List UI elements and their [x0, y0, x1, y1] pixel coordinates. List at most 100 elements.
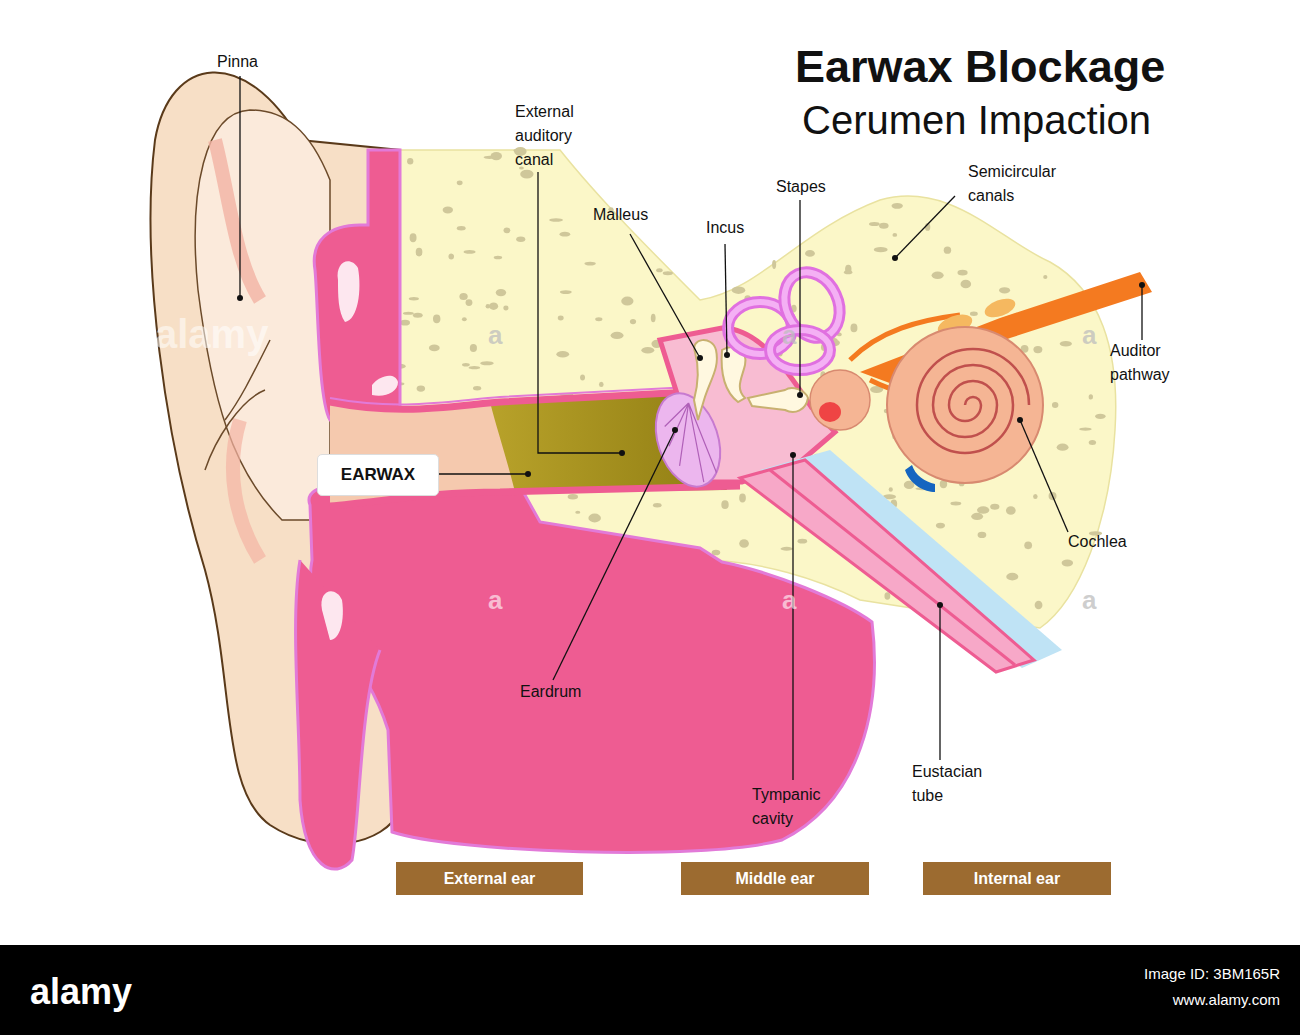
bone-spot — [971, 513, 983, 520]
bone-spot — [466, 299, 473, 306]
bone-spot — [1033, 494, 1038, 499]
node-text: External ear — [444, 870, 536, 888]
bone-spot — [457, 180, 463, 185]
node-text: Middle ear — [735, 870, 814, 888]
watermark: a — [1082, 585, 1096, 616]
bone-spot — [889, 487, 893, 491]
bone-spot — [400, 320, 410, 326]
bone-spot — [999, 287, 1010, 293]
bone-spot — [1089, 440, 1096, 445]
bone-spot — [1062, 560, 1073, 567]
bone-spot — [462, 363, 470, 367]
part-label: Stapes — [776, 175, 826, 199]
part-label: Eustacian tube — [912, 760, 992, 808]
bone-spot — [560, 232, 571, 237]
node-text: Internal ear — [974, 870, 1060, 888]
bone-spot — [712, 550, 721, 556]
bone-spot — [459, 293, 467, 300]
site-url: www.alamy.com — [1080, 988, 1280, 1012]
bone-spot — [560, 290, 572, 294]
bone-spot — [611, 332, 624, 339]
bone-spot — [879, 223, 889, 229]
subtitle: Cerumen Impaction — [802, 96, 1151, 144]
bone-spot — [409, 297, 419, 300]
bone-spot — [480, 361, 494, 365]
part-label: Eardrum — [520, 680, 581, 704]
bone-spot — [489, 302, 498, 310]
bone-spot — [1035, 601, 1043, 610]
bone-spot — [1057, 444, 1069, 451]
bone-spot — [429, 344, 440, 351]
bone-spot — [1079, 428, 1091, 431]
bone-spot — [932, 272, 944, 279]
bone-spot — [892, 233, 897, 237]
node-text: EARWAX — [341, 465, 415, 485]
bone-spot — [556, 351, 569, 358]
bone-spot — [464, 250, 476, 254]
watermark: a — [1082, 320, 1096, 351]
bone-spot — [721, 500, 728, 509]
bone-spot — [850, 324, 857, 333]
bone-spot — [990, 504, 999, 510]
bone-spot — [448, 253, 454, 259]
bone-spot — [516, 237, 525, 242]
bone-spot — [575, 511, 580, 514]
bone-spot — [457, 226, 466, 231]
bone-spot — [484, 156, 496, 159]
bone-spot — [1033, 346, 1042, 353]
bone-spot — [944, 247, 951, 254]
diagram-title: Earwax Blockage — [795, 40, 1165, 94]
bone-spot — [978, 532, 987, 538]
bone-spot — [504, 227, 511, 233]
bone-spot — [970, 312, 978, 316]
bone-spot — [892, 203, 903, 209]
bone-spot — [410, 233, 417, 242]
bone-spot — [470, 344, 477, 352]
bone-spot — [936, 523, 945, 529]
bone-spot — [656, 268, 662, 272]
watermark: a — [488, 320, 502, 351]
part-label: Cochlea — [1068, 530, 1127, 554]
bone-spot — [1006, 506, 1016, 514]
watermark: alamy — [155, 310, 268, 358]
part-label: Pinna — [217, 50, 258, 74]
part-label: Semicircular canals — [968, 160, 1088, 208]
bone-spot — [844, 270, 852, 274]
region-band: Middle ear — [681, 862, 869, 895]
bone-spot — [580, 375, 585, 381]
bone-spot — [416, 248, 423, 257]
bone-spot — [407, 158, 413, 164]
watermark-logo: alamy — [30, 970, 132, 1013]
bone-spot — [798, 539, 808, 544]
bone-spot — [413, 313, 423, 318]
bone-spot — [1060, 341, 1072, 347]
bone-spot — [663, 271, 673, 275]
bone-spot — [960, 280, 971, 289]
bone-spot — [496, 289, 506, 296]
bone-spot — [957, 270, 967, 276]
bone-spot — [739, 494, 746, 503]
bone-spot — [1006, 573, 1018, 581]
part-label: Incus — [706, 216, 744, 240]
bone-spot — [1024, 541, 1032, 549]
callout-box: EARWAX — [317, 454, 439, 496]
bone-spot — [595, 317, 602, 321]
bone-spot — [739, 539, 749, 548]
bone-spot — [584, 262, 595, 266]
part-label: Malleus — [593, 203, 648, 227]
bone-spot — [403, 312, 414, 315]
bone-spot — [558, 316, 564, 321]
part-label: Auditor pathway — [1110, 339, 1190, 387]
bone-spot — [443, 207, 453, 214]
bone-spot — [433, 314, 440, 323]
region-band: Internal ear — [923, 862, 1111, 895]
bone-spot — [1089, 394, 1093, 399]
bone-spot — [805, 250, 815, 257]
bone-spot — [417, 385, 425, 391]
bone-spot — [469, 366, 481, 369]
bone-spot — [494, 256, 503, 260]
bone-spot — [884, 592, 890, 600]
watermark: a — [782, 585, 796, 616]
bone-spot — [977, 506, 989, 513]
bone-spot — [772, 260, 776, 269]
